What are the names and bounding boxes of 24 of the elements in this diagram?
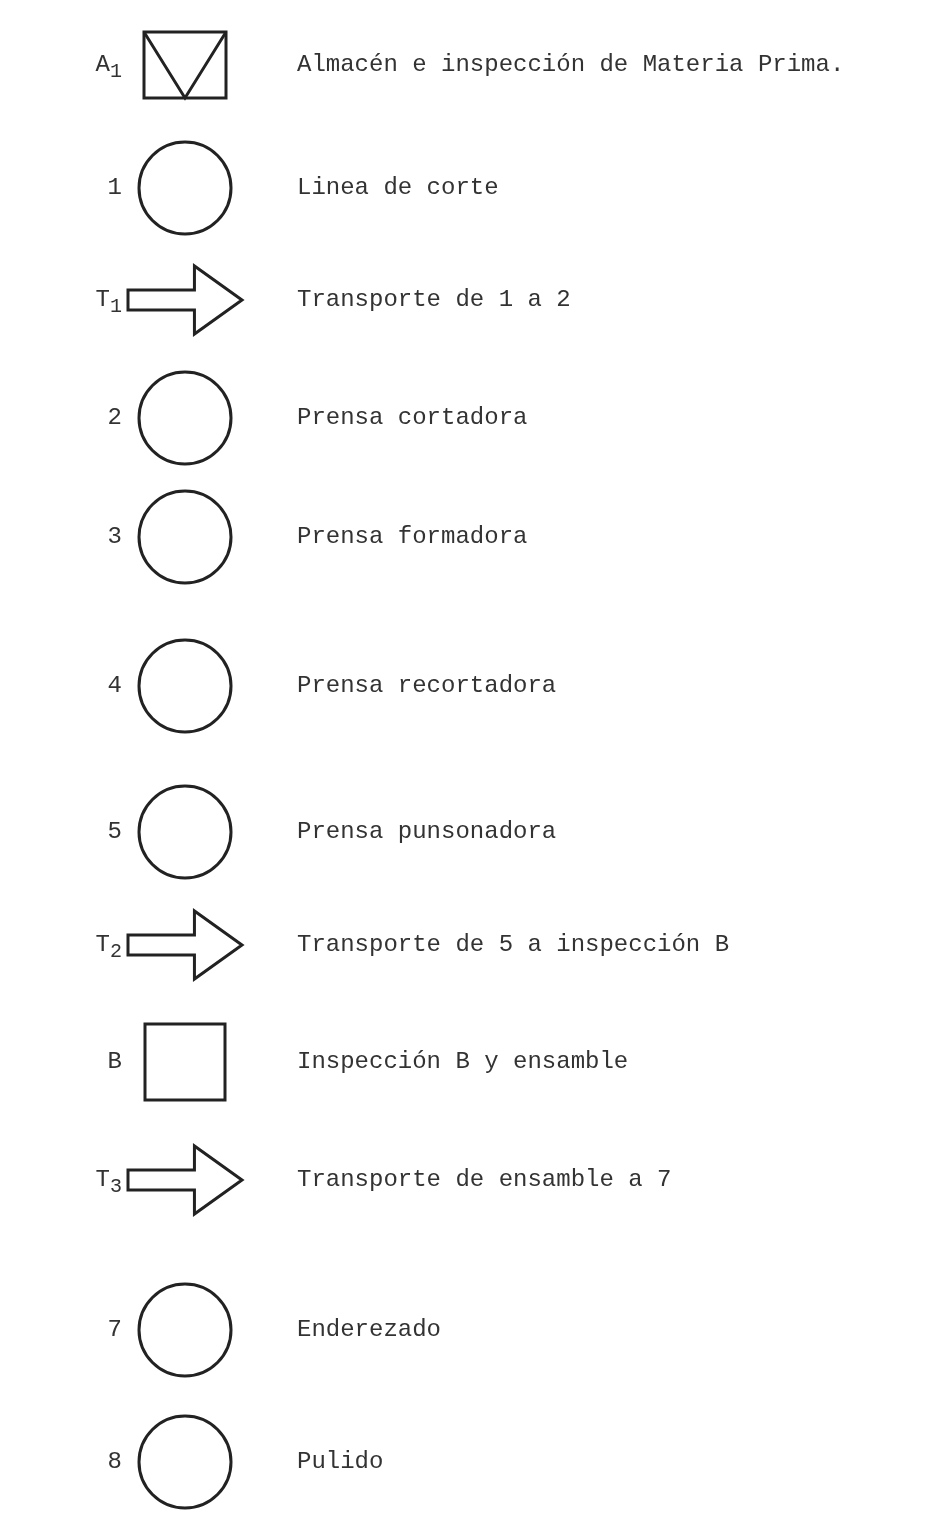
symbol-code: B: [107, 1047, 122, 1077]
symbol-code: 5: [107, 817, 122, 847]
symbol-code: 2: [107, 403, 122, 433]
symbol-code: 7: [107, 1315, 122, 1345]
symbol-code: T$_{3}$: [95, 1165, 122, 1200]
step-description: Prensa recortadora: [297, 671, 557, 701]
symbol-code: 1: [107, 173, 122, 203]
symbol-code: A$_{1}$: [95, 50, 122, 85]
step-description: Pulido: [297, 1447, 384, 1477]
step-description: Transporte de 5 a inspección B: [297, 930, 730, 960]
symbol-code: 4: [107, 671, 122, 701]
step-description: Prensa cortadora: [297, 403, 528, 433]
symbol-code: 3: [107, 522, 122, 552]
step-description: Transporte de ensamble a 7: [297, 1165, 672, 1195]
step-description: Almacén e inspección de Materia Prima.: [297, 50, 845, 80]
step-description: Prensa punsonadora: [297, 817, 557, 847]
step-description: Linea de corte: [297, 173, 499, 203]
symbol-code: 8: [107, 1447, 122, 1477]
symbol-code: T$_{1}$: [95, 285, 122, 320]
step-description: Inspección B y ensamble: [297, 1047, 629, 1077]
step-description: Enderezado: [297, 1315, 442, 1345]
symbol-code: T$_{2}$: [95, 930, 122, 965]
step-description: Prensa formadora: [297, 522, 528, 552]
step-description: Transporte de 1 a 2: [297, 285, 571, 315]
